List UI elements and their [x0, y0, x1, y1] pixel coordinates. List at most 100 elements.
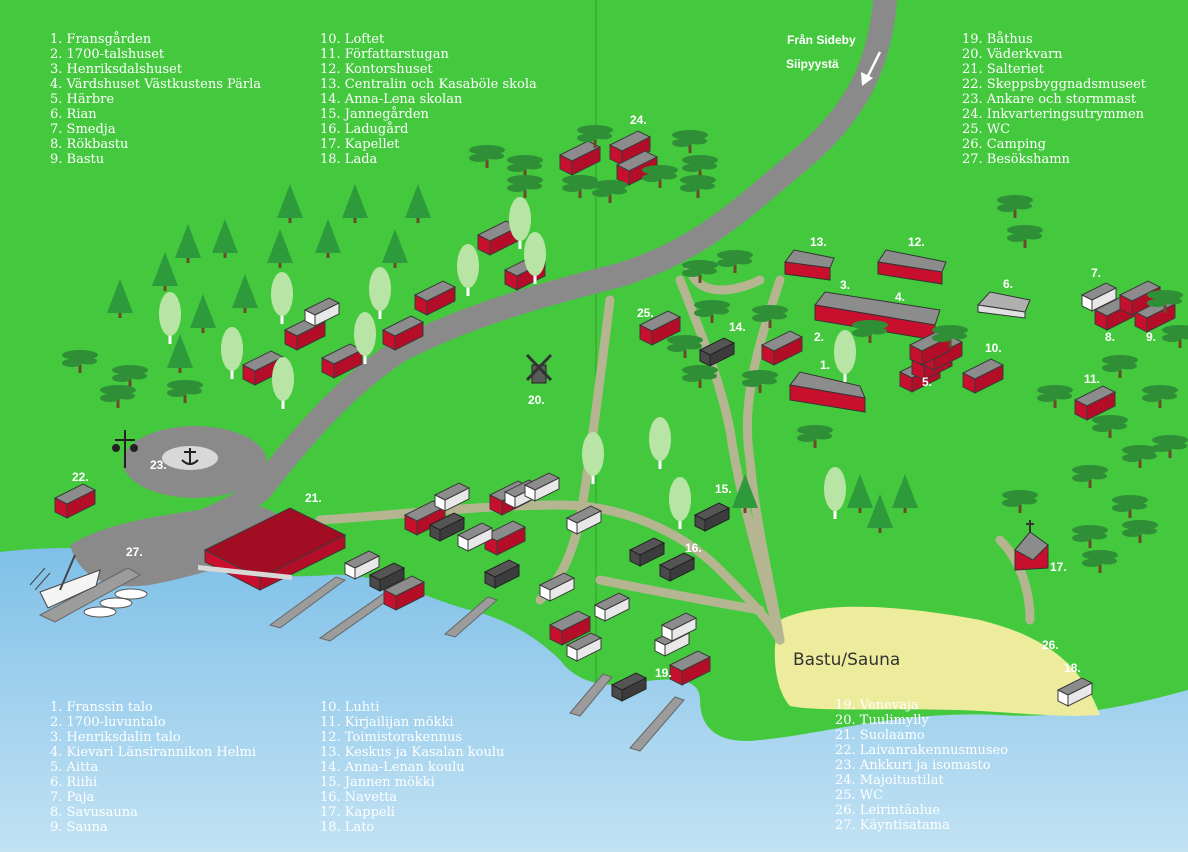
map-marker-19: 19. — [655, 666, 672, 680]
legend-item: 14. Anna-Lenan koulu — [320, 760, 465, 775]
map-marker-1: 1. — [820, 358, 831, 372]
legend-item: 10. Luhti — [320, 700, 380, 715]
map-marker-23: 23. — [150, 458, 167, 472]
main-road — [128, 0, 897, 552]
map-marker-14: 14. — [729, 320, 746, 334]
building-rian — [976, 291, 1031, 319]
map-marker-20: 20. — [528, 393, 545, 407]
legend-item: 24. Majoitustilat — [835, 773, 944, 788]
salteriet-building — [198, 507, 347, 591]
road-arrow-icon — [861, 51, 882, 86]
legend-item: 7. Paja — [50, 790, 95, 805]
legend-item: 16. Ladugård — [320, 122, 409, 137]
legend-item: 12. Toimistorakennus — [320, 730, 462, 745]
legend-item: 6. Rian — [50, 107, 97, 122]
legend-item: 17. Kappeli — [320, 805, 395, 820]
building-kapellet — [1014, 520, 1049, 571]
legend-item: 20. Tuulimylly — [835, 713, 929, 728]
legend-item: 18. Lada — [320, 152, 378, 167]
legend-sv-col3: 19. Båthus 20. Väderkvarn 21. Salteriet … — [962, 32, 1146, 167]
harbour-area — [70, 504, 290, 587]
map-marker-22: 22. — [72, 470, 89, 484]
legend-item: 26. Leirintäalue — [835, 803, 940, 818]
legend-item: 4. Kievari Länsirannikon Helmi — [50, 745, 257, 760]
legend-item: 9. Bastu — [50, 152, 105, 167]
map-marker-15: 15. — [715, 482, 732, 496]
legend-item: 15. Jannen mökki — [320, 775, 435, 790]
legend-item: 27. Käyntisatama — [835, 818, 950, 833]
legend-item: 12. Kontorshuset — [320, 62, 433, 77]
legend-item: 16. Navetta — [320, 790, 398, 805]
legend-item: 22. Skeppsbyggnadsmuseet — [962, 77, 1147, 92]
map-marker-17: 17. — [1050, 560, 1067, 574]
boats — [83, 588, 148, 618]
map-marker-4: 4. — [895, 290, 906, 304]
legend-item: 3. Henriksdalin talo — [50, 730, 181, 745]
map-marker-25: 25. — [637, 306, 654, 320]
legend-item: 13. Keskus ja Kasalan koulu — [320, 745, 505, 760]
legend-item: 23. Ankare och stormmast — [962, 92, 1137, 107]
legend-item: 21. Suolaamo — [835, 728, 925, 743]
legend-item: 5. Aitta — [50, 760, 99, 775]
legend-fi-col3: 19. Venevaja 20. Tuulimylly 21. Suolaamo… — [835, 698, 1008, 833]
legend-item: 5. Härbre — [50, 92, 115, 107]
map-marker-7: 7. — [1091, 266, 1102, 280]
legend-item: 10. Loftet — [320, 32, 385, 47]
map-marker-18: 18. — [1064, 661, 1081, 675]
map-marker-5: 5. — [922, 375, 933, 389]
beach — [774, 606, 1100, 716]
legend-sv-col2: 10. Loftet 11. Författarstugan 12. Konto… — [320, 32, 537, 167]
legend-sv-col1: 1. Fransgården 2. 1700-talshuset 3. Henr… — [50, 32, 261, 167]
map-marker-2: 2. — [814, 330, 825, 344]
windmill-icon — [525, 353, 553, 384]
storm-mast-icon — [112, 430, 138, 468]
map-marker-16: 16. — [685, 541, 702, 555]
map-marker-27: 27. — [126, 545, 143, 559]
legend-item: 9. Sauna — [50, 820, 108, 835]
map-marker-11: 11. — [1084, 372, 1101, 386]
map-marker-13: 13. — [810, 235, 827, 249]
legend-item: 26. Camping — [962, 137, 1047, 152]
building-kontorshuset — [877, 249, 947, 285]
legend-item: 2. 1700-luvuntalo — [50, 715, 166, 730]
legend-item: 19. Båthus — [962, 32, 1033, 47]
sauna-beach-label: Bastu/Sauna — [793, 650, 901, 670]
map-marker-24: 24. — [630, 113, 647, 127]
legend-item: 24. Inkvarteringsutrymmen — [962, 107, 1145, 122]
sailing-ship-icon — [29, 554, 101, 609]
legend-item: 8. Savusauna — [50, 805, 138, 820]
legend-item: 14. Anna-Lena skolan — [320, 92, 463, 107]
anchor-icon — [181, 448, 199, 465]
legend-item: 25. WC — [835, 788, 884, 803]
legend-fi-col1: 1. Franssin talo 2. 1700-luvuntalo 3. He… — [50, 700, 256, 835]
legend-fi-col2: 10. Luhti 11. Kirjailijan mökki 12. Toim… — [320, 700, 504, 835]
legend-item: 11. Kirjailijan mökki — [320, 715, 454, 730]
building-fransgarden — [789, 371, 866, 413]
legend-item: 11. Författarstugan — [320, 47, 449, 62]
piers — [38, 567, 685, 752]
legend-item: 6. Riihi — [50, 775, 98, 790]
legend-item: 2. 1700-talshuset — [50, 47, 165, 62]
legend-item: 3. Henriksdalshuset — [50, 62, 183, 77]
legend-item: 21. Salteriet — [962, 62, 1044, 77]
map-marker-26: 26. — [1042, 638, 1059, 652]
legend-item: 23. Ankkuri ja isomasto — [835, 758, 991, 773]
legend-item: 4. Värdshuset Västkustens Pärla — [50, 77, 262, 92]
road-label-fi: Siipyystä — [786, 57, 839, 71]
map-marker-10: 10. — [985, 341, 1002, 355]
legend-item: 1. Fransgården — [50, 32, 152, 47]
map-marker-6: 6. — [1003, 277, 1014, 291]
map-marker-9: 9. — [1146, 330, 1157, 344]
legend-item: 15. Jannegården — [320, 107, 429, 122]
map-marker-8: 8. — [1105, 330, 1116, 344]
legend-item: 25. WC — [962, 122, 1011, 137]
legend-item: 20. Väderkvarn — [962, 47, 1063, 62]
legend-item: 22. Laivanrakennusmuseo — [835, 743, 1009, 758]
legend-item: 7. Smedja — [50, 122, 116, 137]
legend-item: 17. Kapellet — [320, 137, 400, 152]
legend-item: 27. Besökshamn — [962, 152, 1070, 167]
map-marker-3: 3. — [840, 278, 851, 292]
legend-item: 13. Centralin och Kasaböle skola — [320, 77, 537, 92]
road-label-sv: Från Sideby — [787, 33, 856, 47]
